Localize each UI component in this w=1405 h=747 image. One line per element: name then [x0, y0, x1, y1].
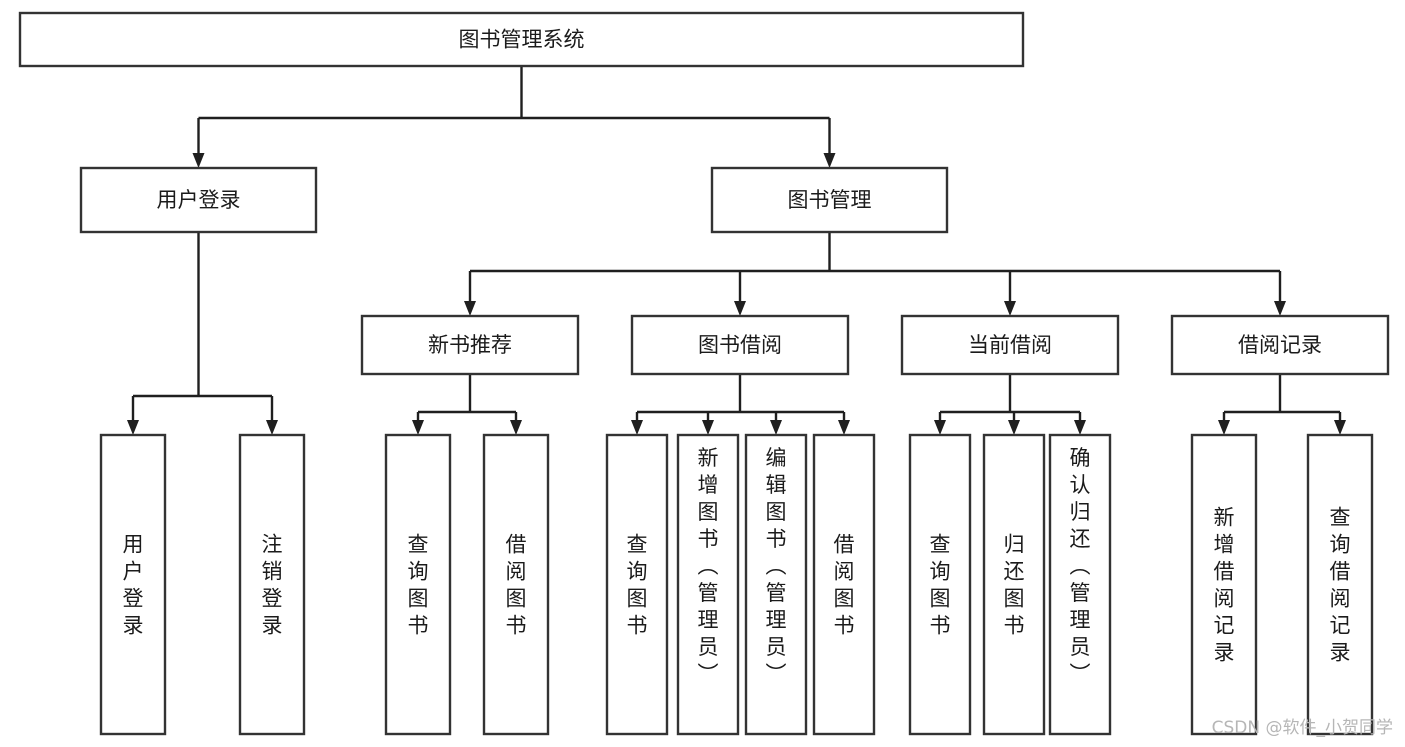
- node-leaf-add-book[interactable]: 新增图书︵管理员︶: [676, 433, 740, 736]
- node-box-leaf-user-login: [99, 433, 167, 736]
- book-borrow-to-leaf-borrow-book-head: [838, 420, 850, 435]
- node-label-leaf-query-book-current: 查询图书: [930, 533, 951, 638]
- borrow-record-to-leaf-add-borrow-record-head: [1218, 420, 1230, 435]
- node-leaf-edit-book[interactable]: 编辑图书︵管理员︶: [744, 433, 808, 736]
- new-book-recommend-to-leaf-query-book-recommend-head: [412, 420, 424, 435]
- current-borrow-to-leaf-return-book-head: [1008, 420, 1020, 435]
- node-box-leaf-query-book-borrow: [605, 433, 669, 736]
- node-label-new-book-recommend: 新书推荐: [428, 333, 512, 357]
- root-to-book-manage-head: [823, 153, 836, 168]
- node-root[interactable]: 图书管理系统: [18, 11, 1025, 68]
- node-box-new-book-recommend: [360, 314, 580, 376]
- node-label-leaf-logout: 注销登录: [262, 533, 283, 638]
- bookmanage-to-book-borrow-head: [734, 301, 746, 316]
- node-box-leaf-query-book-recommend: [384, 433, 452, 736]
- node-box-leaf-query-borrow-record: [1306, 433, 1374, 736]
- node-box-book-manage: [710, 166, 949, 234]
- new-book-recommend-to-leaf-borrow-book-recommend-head: [510, 420, 522, 435]
- node-layer: 图书管理系统用户登录图书管理新书推荐图书借阅当前借阅借阅记录用户登录注销登录查询…: [18, 11, 1390, 736]
- bookmanage-to-borrow-record-head: [1274, 301, 1286, 316]
- node-box-leaf-edit-book: [744, 433, 808, 736]
- borrow-record-to-leaf-query-borrow-record-head: [1334, 420, 1346, 435]
- node-label-root: 图书管理系统: [459, 28, 585, 52]
- csdn-watermark: CSDN @软件_小贺同学: [1212, 718, 1393, 738]
- node-label-borrow-record: 借阅记录: [1238, 333, 1322, 357]
- node-box-current-borrow: [900, 314, 1120, 376]
- node-leaf-user-login[interactable]: 用户登录: [99, 433, 167, 736]
- node-label-leaf-borrow-book-recommend: 借阅图书: [506, 533, 527, 638]
- book-borrow-to-leaf-add-book-head: [702, 420, 714, 435]
- node-box-book-borrow: [630, 314, 850, 376]
- bookmanage-to-current-borrow-head: [1004, 301, 1016, 316]
- node-box-user-login: [79, 166, 318, 234]
- node-label-leaf-add-book: 新增图书︵管理员︶: [698, 446, 719, 686]
- node-label-leaf-query-book-recommend: 查询图书: [408, 533, 429, 638]
- node-box-root: [18, 11, 1025, 68]
- node-label-leaf-add-borrow-record: 新增借阅记录: [1214, 506, 1235, 665]
- node-label-leaf-return-book: 归还图书: [1004, 533, 1025, 638]
- bookmanage-to-new-book-recommend-head: [464, 301, 476, 316]
- root-to-user-login-head: [192, 153, 205, 168]
- node-leaf-borrow-book[interactable]: 借阅图书: [812, 433, 876, 736]
- node-box-leaf-logout: [238, 433, 306, 736]
- node-current-borrow[interactable]: 当前借阅: [900, 314, 1120, 376]
- book-borrow-to-leaf-edit-book-head: [770, 420, 782, 435]
- book-borrow-to-leaf-query-book-borrow-head: [631, 420, 643, 435]
- current-borrow-to-leaf-confirm-return-head: [1074, 420, 1086, 435]
- node-label-leaf-query-book-borrow: 查询图书: [627, 533, 648, 638]
- node-box-leaf-confirm-return: [1048, 433, 1112, 736]
- user-login-to-leaf-user-login-head: [127, 420, 139, 435]
- node-label-leaf-borrow-book: 借阅图书: [834, 533, 855, 638]
- node-box-leaf-add-book: [676, 433, 740, 736]
- node-label-user-login: 用户登录: [157, 188, 241, 212]
- node-book-manage[interactable]: 图书管理: [710, 166, 949, 234]
- node-box-leaf-add-borrow-record: [1190, 433, 1258, 736]
- current-borrow-to-leaf-query-book-current-head: [934, 420, 946, 435]
- node-box-leaf-query-book-current: [908, 433, 972, 736]
- node-leaf-query-book-current[interactable]: 查询图书: [908, 433, 972, 736]
- node-label-leaf-query-borrow-record: 查询借阅记录: [1330, 506, 1351, 665]
- node-label-leaf-confirm-return: 确认归还︵管理员︶: [1070, 446, 1091, 686]
- node-user-login[interactable]: 用户登录: [79, 166, 318, 234]
- node-box-leaf-borrow-book: [812, 433, 876, 736]
- node-box-leaf-return-book: [982, 433, 1046, 736]
- node-label-leaf-user-login: 用户登录: [123, 533, 144, 638]
- node-leaf-confirm-return[interactable]: 确认归还︵管理员︶: [1048, 433, 1112, 736]
- node-leaf-query-book-recommend[interactable]: 查询图书: [384, 433, 452, 736]
- node-leaf-logout[interactable]: 注销登录: [238, 433, 306, 736]
- node-new-book-recommend[interactable]: 新书推荐: [360, 314, 580, 376]
- node-leaf-add-borrow-record[interactable]: 新增借阅记录: [1190, 433, 1258, 736]
- node-label-leaf-edit-book: 编辑图书︵管理员︶: [766, 446, 787, 686]
- node-label-book-borrow: 图书借阅: [698, 333, 782, 357]
- node-box-leaf-borrow-book-recommend: [482, 433, 550, 736]
- node-leaf-return-book[interactable]: 归还图书: [982, 433, 1046, 736]
- node-leaf-borrow-book-recommend[interactable]: 借阅图书: [482, 433, 550, 736]
- node-book-borrow[interactable]: 图书借阅: [630, 314, 850, 376]
- node-label-current-borrow: 当前借阅: [968, 333, 1052, 357]
- node-leaf-query-borrow-record[interactable]: 查询借阅记录: [1306, 433, 1374, 736]
- node-borrow-record[interactable]: 借阅记录: [1170, 314, 1390, 376]
- node-leaf-query-book-borrow[interactable]: 查询图书: [605, 433, 669, 736]
- node-box-borrow-record: [1170, 314, 1390, 376]
- node-label-book-manage: 图书管理: [788, 188, 872, 212]
- user-login-to-leaf-logout-head: [266, 420, 278, 435]
- connector-layer: [127, 66, 1346, 435]
